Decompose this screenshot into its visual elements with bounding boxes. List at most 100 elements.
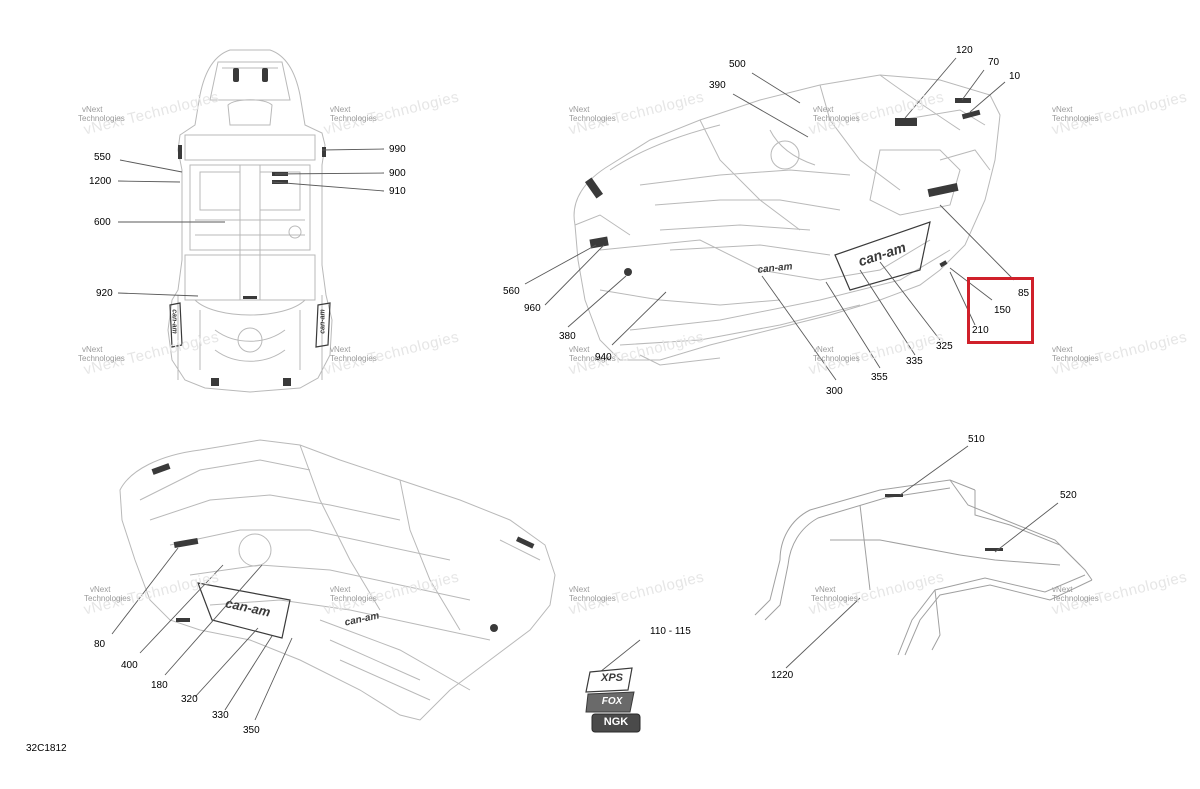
callout-1200[interactable]: 1200: [89, 176, 112, 187]
watermark: vNext Technologies vNext Technologies: [807, 568, 946, 618]
watermark: vNext Technologies vNext Technologies: [78, 88, 221, 138]
callout-920[interactable]: 920: [96, 288, 113, 299]
callout-380[interactable]: 380: [559, 331, 576, 342]
callout-320[interactable]: 320: [181, 694, 198, 705]
badge-ngk-text: NGK: [603, 716, 629, 728]
callout-85[interactable]: 85: [1018, 288, 1030, 299]
vehicle-rear-view: [119, 439, 556, 721]
watermark-line2: Technologies: [569, 354, 616, 363]
watermark-line2: Technologies: [811, 594, 858, 603]
callout-355[interactable]: 355: [871, 372, 888, 383]
watermark-line2: Technologies: [813, 354, 860, 363]
watermark-line1: vNext: [82, 105, 103, 114]
diagram-code: 32C1812: [26, 743, 67, 754]
callout-900[interactable]: 900: [389, 168, 406, 179]
callout-80[interactable]: 80: [94, 639, 106, 650]
watermark-line1: vNext: [569, 345, 590, 354]
watermark-line2: Technologies: [1052, 114, 1099, 123]
watermark: vNext Technologies vNext Technologies: [1050, 88, 1189, 138]
leader-lines: [111, 57, 1059, 721]
watermark-line1: vNext: [1052, 585, 1073, 594]
watermark: vNext Technologies vNext Technologies: [78, 328, 221, 378]
watermark: vNext Technologies vNext Technologies: [567, 328, 706, 378]
callout-910[interactable]: 910: [389, 186, 406, 197]
callout-940[interactable]: 940: [595, 352, 612, 363]
callout-300[interactable]: 300: [826, 386, 843, 397]
watermark-line1: vNext: [82, 345, 103, 354]
callout-500[interactable]: 500: [729, 59, 746, 70]
callout-560[interactable]: 560: [503, 286, 520, 297]
watermark-line2: Technologies: [78, 354, 125, 363]
callout-520[interactable]: 520: [1060, 490, 1077, 501]
watermark-line1: vNext: [90, 585, 111, 594]
decal-shapes: [151, 68, 1003, 632]
vehicle-top-view: [167, 49, 333, 393]
roll-cage: [754, 479, 1093, 656]
callout-150[interactable]: 150: [994, 305, 1011, 316]
highlight-box: [967, 277, 1034, 344]
callout-990[interactable]: 990: [389, 144, 406, 155]
badge-fox: FOX: [594, 696, 630, 707]
callout-10[interactable]: 10: [1009, 71, 1021, 82]
badge-xps-text: XPS: [600, 672, 623, 684]
watermark: vNext Technologies vNext Technologies: [322, 328, 461, 378]
callout-400[interactable]: 400: [121, 660, 138, 671]
watermark-line1: vNext: [569, 585, 590, 594]
watermark-line1: vNext: [1052, 345, 1073, 354]
watermark-line2: Technologies: [1052, 594, 1099, 603]
watermark: vNext Technologies vNext Technologies: [567, 568, 706, 618]
watermark: vNext Technologies vNext Technologies: [807, 328, 946, 378]
callout-390[interactable]: 390: [709, 80, 726, 91]
watermark-line2: Technologies: [569, 114, 616, 123]
callout-335[interactable]: 335: [906, 356, 923, 367]
watermark-line1: vNext: [1052, 105, 1073, 114]
watermark: vNext Technologies vNext Technologies: [807, 88, 946, 138]
badge-xps: XPS: [594, 672, 630, 684]
callout-350[interactable]: 350: [243, 725, 260, 736]
brand-decal-text: can-am: [319, 309, 327, 334]
badge-fox-text: FOX: [601, 696, 623, 707]
callout-330[interactable]: 330: [212, 710, 229, 721]
callout-70[interactable]: 70: [988, 57, 1000, 68]
watermark-line2: Technologies: [78, 114, 125, 123]
watermark: vNext Technologies vNext Technologies: [322, 88, 461, 138]
callout-120[interactable]: 120: [956, 45, 973, 56]
watermark-line2: Technologies: [569, 594, 616, 603]
watermark-line1: vNext: [813, 345, 834, 354]
brand-decal-text: can-am: [170, 309, 178, 334]
brand-decal-top-left: can-am: [171, 302, 178, 342]
watermark: vNext Technologies vNext Technologies: [82, 568, 221, 618]
callout-960[interactable]: 960: [524, 303, 541, 314]
watermark-line1: vNext: [330, 585, 351, 594]
watermark-line2: Technologies: [813, 114, 860, 123]
watermark-line1: vNext: [330, 345, 351, 354]
watermark-line2: Technologies: [330, 354, 377, 363]
watermark-line2: Technologies: [84, 594, 131, 603]
vehicle-three-quarter-view: [573, 74, 1001, 366]
callout-210[interactable]: 210: [972, 325, 989, 336]
callout-180[interactable]: 180: [151, 680, 168, 691]
brand-panels: [169, 221, 931, 639]
watermark: vNext Technologies vNext Technologies: [1050, 568, 1189, 618]
watermark-line2: Technologies: [330, 114, 377, 123]
watermark-line1: vNext: [569, 105, 590, 114]
badge-ngk: NGK: [596, 716, 636, 728]
watermark-line1: vNext: [330, 105, 351, 114]
watermark-line1: vNext: [813, 105, 834, 114]
watermark-line2: Technologies: [330, 594, 377, 603]
watermark: vNext Technologies vNext Technologies: [1050, 328, 1189, 378]
callout-600[interactable]: 600: [94, 217, 111, 228]
watermark-line2: Technologies: [1052, 354, 1099, 363]
callout-510[interactable]: 510: [968, 434, 985, 445]
callout-325[interactable]: 325: [936, 341, 953, 352]
sticker-badges: [585, 667, 641, 733]
callout-550[interactable]: 550: [94, 152, 111, 163]
callout-110-115[interactable]: 110 - 115: [650, 626, 691, 637]
watermark: vNext Technologies vNext Technologies: [322, 568, 461, 618]
watermark: vNext Technologies vNext Technologies: [567, 88, 706, 138]
watermark-line1: vNext: [815, 585, 836, 594]
callout-1220[interactable]: 1220: [771, 670, 794, 681]
brand-decal-top-right: can-am: [320, 302, 327, 342]
